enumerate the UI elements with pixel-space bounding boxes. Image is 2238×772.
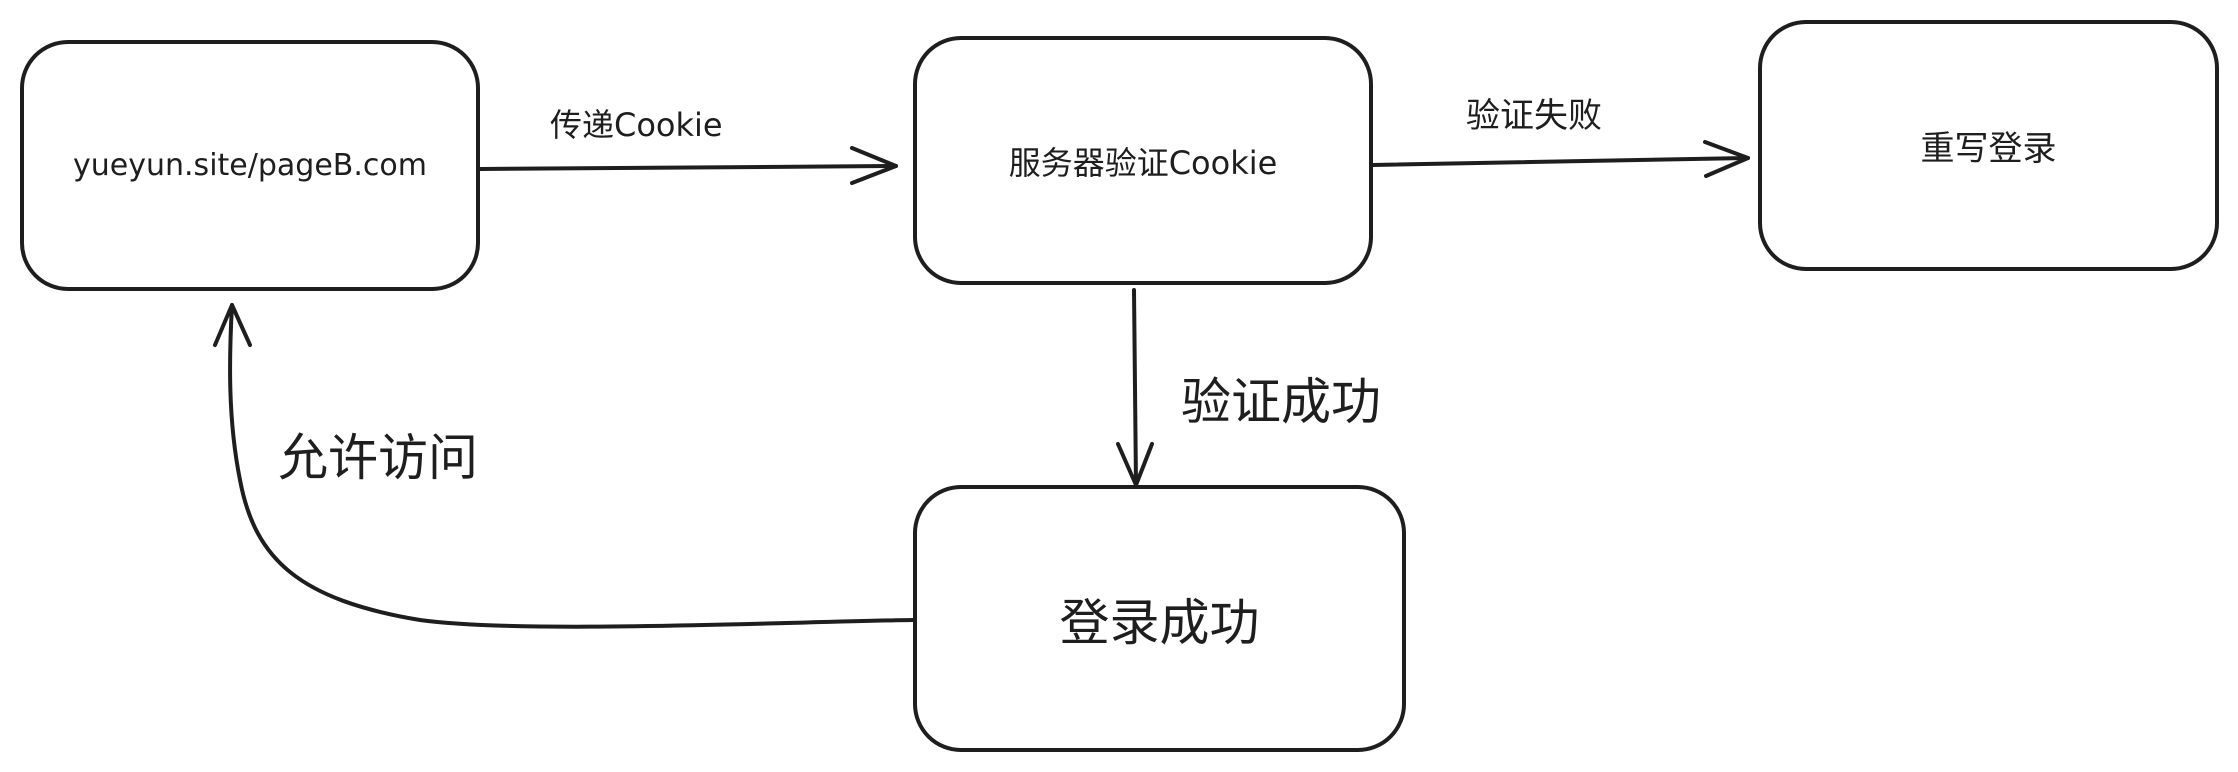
node-server-verify-label: 服务器验证Cookie — [1008, 143, 1278, 182]
edge-verify-fail[interactable] — [1371, 140, 1750, 178]
node-rewrite-login[interactable]: 重写登录 — [1758, 20, 2219, 271]
node-login-success[interactable]: 登录成功 — [913, 485, 1406, 752]
node-source-page[interactable]: yueyun.site/pageB.com — [20, 40, 480, 291]
node-source-page-label: yueyun.site/pageB.com — [73, 148, 427, 183]
edge-label-verify-ok: 验证成功 — [1181, 373, 1381, 431]
edge-pass-cookie[interactable] — [478, 146, 898, 185]
node-server-verify[interactable]: 服务器验证Cookie — [913, 36, 1373, 285]
edge-label-allow-access: 允许访问 — [278, 429, 478, 487]
node-login-success-label: 登录成功 — [1059, 593, 1260, 652]
arrowhead-icon — [850, 146, 898, 185]
edge-verify-ok[interactable] — [1116, 288, 1154, 487]
arrowhead-icon — [213, 303, 252, 347]
edge-label-verify-fail: 验证失败 — [1466, 96, 1602, 136]
edge-label-pass-cookie: 传递Cookie — [550, 106, 723, 144]
edge-allow-access[interactable] — [213, 303, 915, 629]
node-rewrite-login-label: 重写登录 — [1920, 129, 2057, 169]
arrowhead-icon — [1703, 140, 1750, 178]
